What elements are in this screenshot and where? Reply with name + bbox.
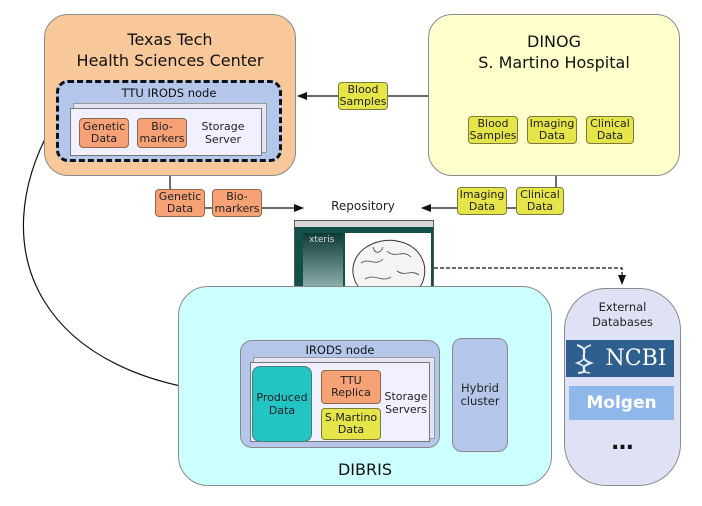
ttu-biomarkers-store: Bio- markers: [137, 118, 187, 148]
ncbi-label: NCBI: [605, 346, 667, 371]
ttu-genetic-data-store: Genetic Data: [79, 118, 129, 148]
ncbi-logo: NCBI: [566, 340, 674, 377]
ttu-title-line1: Texas Tech: [127, 30, 213, 49]
dibris-smartino-data: S.Martino Data: [321, 408, 381, 440]
repository-window-titlebar: [295, 221, 433, 227]
dinog-imaging-data: Imaging Data: [527, 116, 577, 144]
external-databases-title: External Databases: [592, 300, 653, 329]
arrow-repository-to-external: [434, 267, 626, 285]
flow-genetic-data-label: Genetic Data: [155, 189, 205, 217]
molgen-logo: Molgen: [569, 386, 674, 420]
dibris-title: DIBRIS: [337, 460, 392, 479]
dibris-storage-servers-label: Storage Servers: [384, 390, 428, 416]
flow-clinical-data-label: Clinical Data: [516, 187, 564, 215]
flow-imaging-data-label: Imaging Data: [457, 187, 507, 215]
flow-blood-samples-label: Blood Samples: [338, 82, 388, 110]
dinog-title-line2: S. Martino Hospital: [478, 53, 630, 72]
dibris-hybrid-cluster: Hybrid cluster: [452, 338, 508, 452]
dinog-clinical-data: Clinical Data: [586, 116, 634, 144]
dibris-produced-data: Produced Data: [252, 366, 312, 442]
more-databases-ellipsis: …: [611, 430, 634, 455]
dinog-blood-samples: Blood Samples: [468, 116, 518, 144]
dinog-title-line1: DINOG: [527, 32, 581, 51]
dna-helix-icon: [574, 344, 594, 374]
arrow-ttu-dibris-replication: [22, 114, 239, 398]
dibris-irods-node-label: IRODS node: [305, 343, 375, 357]
ttu-irods-node-label: TTU IRODS node: [121, 86, 217, 100]
ttu-storage-server-label: Storage Server: [201, 120, 245, 146]
repository-app-name: xteris: [309, 235, 335, 245]
dinog-institution-box: [428, 14, 680, 176]
ttu-title-line2: Health Sciences Center: [76, 51, 264, 70]
repository-label: Repository: [331, 199, 395, 213]
flow-biomarkers-label: Bio- markers: [212, 189, 262, 217]
dibris-ttu-replica: TTU Replica: [321, 370, 381, 404]
